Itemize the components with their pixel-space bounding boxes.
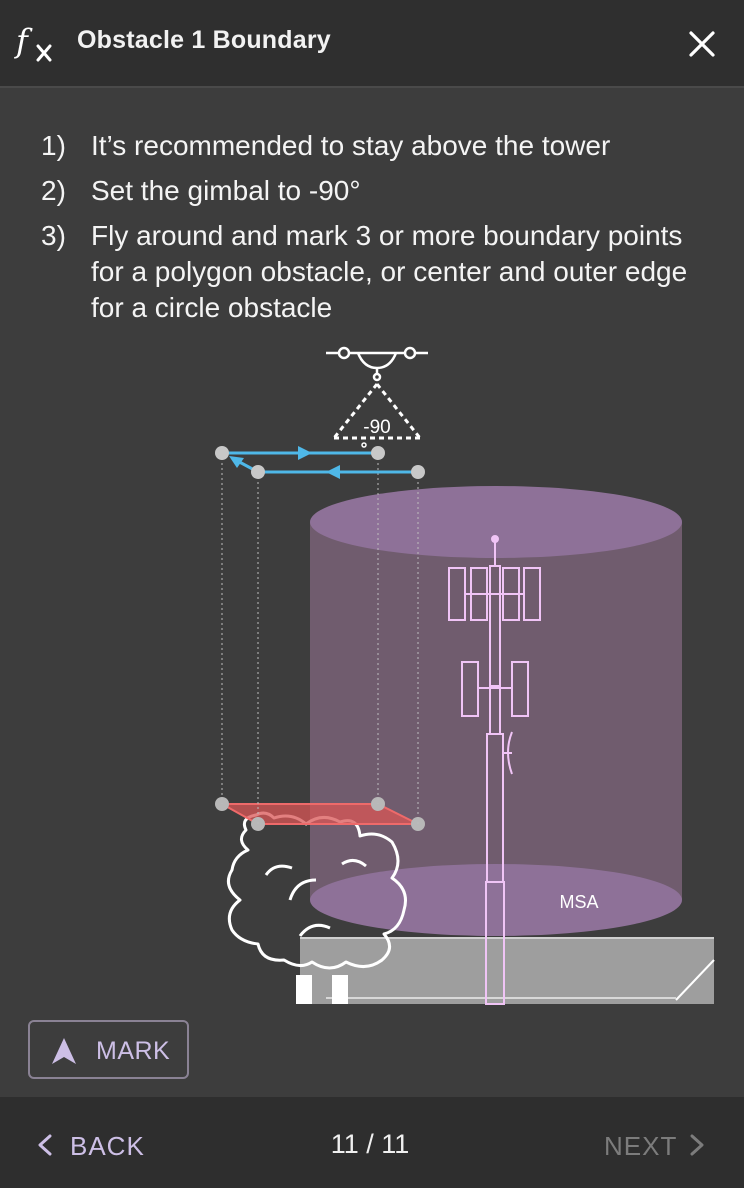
instruction-item: 2) Set the gimbal to -90° xyxy=(41,173,721,209)
gimbal-cone xyxy=(332,383,422,440)
drone-icon xyxy=(326,346,428,382)
instruction-item: 3) Fly around and mark 3 or more boundar… xyxy=(41,218,721,326)
gimbal-angle-label: -90 xyxy=(363,417,390,438)
back-button-label: BACK xyxy=(70,1131,145,1161)
boundary-illustration: MSA xyxy=(215,346,715,1005)
next-button[interactable]: NEXT xyxy=(600,1125,720,1165)
flight-path xyxy=(215,446,425,479)
cell-tower xyxy=(448,535,541,1005)
projection-lines xyxy=(221,453,419,824)
svg-text:f: f xyxy=(14,22,33,60)
chevron-right-icon xyxy=(690,1134,704,1156)
msa-zone-label: MSA xyxy=(559,892,598,912)
navigation-arrow-icon xyxy=(52,1038,76,1064)
footer-nav: BACK 11 / 11 NEXT xyxy=(0,1097,744,1188)
instruction-item: 1) It’s recommended to stay above the to… xyxy=(41,128,721,164)
instruction-text: Set the gimbal to -90° xyxy=(91,175,361,206)
instruction-text: It’s recommended to stay above the tower xyxy=(91,130,611,161)
next-button-label: NEXT xyxy=(604,1131,678,1161)
header-bar: f Obstacle 1 Boundary xyxy=(0,0,744,88)
back-button[interactable]: BACK xyxy=(34,1125,154,1165)
close-icon[interactable] xyxy=(680,22,724,66)
instruction-list: 1) It’s recommended to stay above the to… xyxy=(41,128,721,335)
instruction-number: 1) xyxy=(41,130,66,161)
instruction-number: 3) xyxy=(41,220,66,251)
chevron-left-icon xyxy=(38,1134,52,1156)
page-indicator: 11 / 11 xyxy=(330,1129,410,1159)
msa-cylinder xyxy=(310,486,682,936)
instruction-number: 2) xyxy=(41,175,66,206)
instruction-text: Fly around and mark 3 or more boundary p… xyxy=(91,220,688,323)
fx-icon: f xyxy=(14,22,52,62)
mark-button-label: MARK xyxy=(96,1037,171,1065)
page-title: Obstacle 1 Boundary xyxy=(77,26,331,54)
ground-block xyxy=(296,937,715,1004)
mark-button[interactable]: MARK xyxy=(28,1020,189,1079)
